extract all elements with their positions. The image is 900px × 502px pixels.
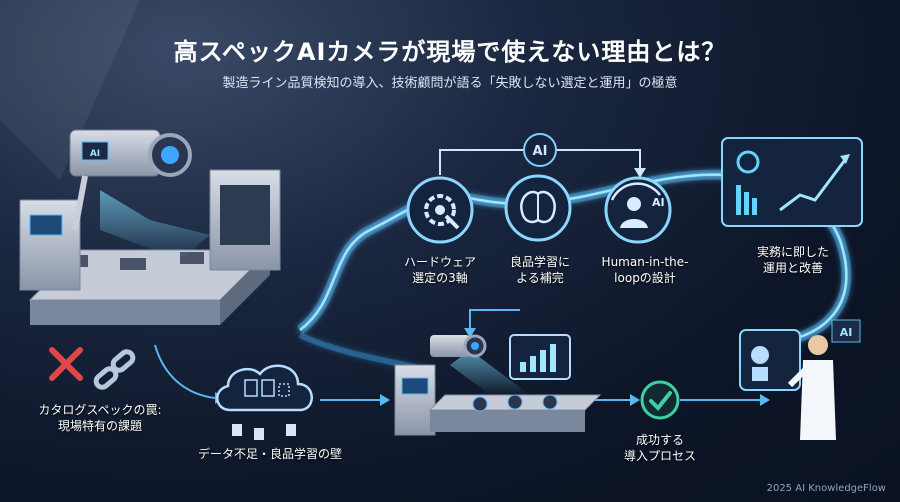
broken-link-icon [93,349,136,390]
arrow-head [380,394,390,406]
cloud-data-icon [216,364,313,440]
label-human-loop: Human-in-the- loopの設計 [601,255,689,286]
file-icon [232,424,242,436]
ai-hub: AI [439,133,646,178]
step-hardware-icon [406,176,474,244]
label-catalog-trap: カタログスペックの罠: 現場特有の課題 [38,403,162,434]
arrow-trap-to-data [154,344,216,399]
missing-document-icon [278,383,290,397]
gear-icon [424,194,456,226]
label-data-shortage: データ不足・良品学習の壁 [197,447,342,461]
step-human-icon: AI [604,176,672,244]
part-gear [507,394,523,410]
page-subtitle: 製造ライン品質検知の導入、技術顧問が語る「失敗しない選定と運用」の極意 [222,76,678,91]
engineer-illustration: AI [739,319,861,440]
page-title: 高スペックAIカメラが現場で使えない理由とは？ [173,38,727,66]
part-gear [472,396,488,412]
part [120,258,146,270]
human-ai-badge: AI [652,196,665,209]
label-good-learning: 良品学習に よる補完 [509,255,570,286]
camera-ai-badge: AI [90,149,100,159]
robot-head-icon [751,346,769,364]
file-icon [286,424,296,436]
control-cabinet [19,199,81,291]
footer-credit: 2025 AI KnowledgeFlow [766,483,886,494]
arrow-head [630,394,640,406]
checkmark-icon [649,391,672,411]
left-camera: AI [69,129,210,260]
screen-ai-badge: AI [840,326,853,339]
arrow-head [760,394,770,406]
controller-unit [394,364,436,436]
ai-hub-label: AI [533,144,548,159]
trend-up-icon [779,159,847,212]
part-gear [542,394,558,410]
left-conveyor [19,169,281,325]
wrench-icon [444,214,460,230]
label-success: 成功する 導入プロセス [623,433,696,464]
arrow-steps-to-line [469,309,520,330]
person-head [808,335,828,355]
error-x-icon [49,347,83,381]
success-indicator [640,380,680,420]
step-learning-icon [504,174,572,242]
brain-icon [520,190,556,224]
arrow-head [464,328,476,338]
document-icon [244,379,258,397]
ai-hub-circle [523,133,557,167]
cycle-arrow-icon [610,182,662,201]
gauge-icon [736,150,760,174]
center-conveyor [394,334,602,436]
person-icon [627,197,641,211]
label-hardware: ハードウェア 選定の3軸 [403,255,476,286]
file-icon [254,428,264,440]
error-indicator [49,347,136,390]
center-camera [430,335,470,357]
label-practice: 実務に即した 運用と改善 [756,245,829,276]
light-ray [0,0,140,180]
center-chart-icon [509,334,571,380]
document-icon [261,379,275,397]
dashboard-panel [721,137,863,227]
lab-coat [800,360,836,440]
